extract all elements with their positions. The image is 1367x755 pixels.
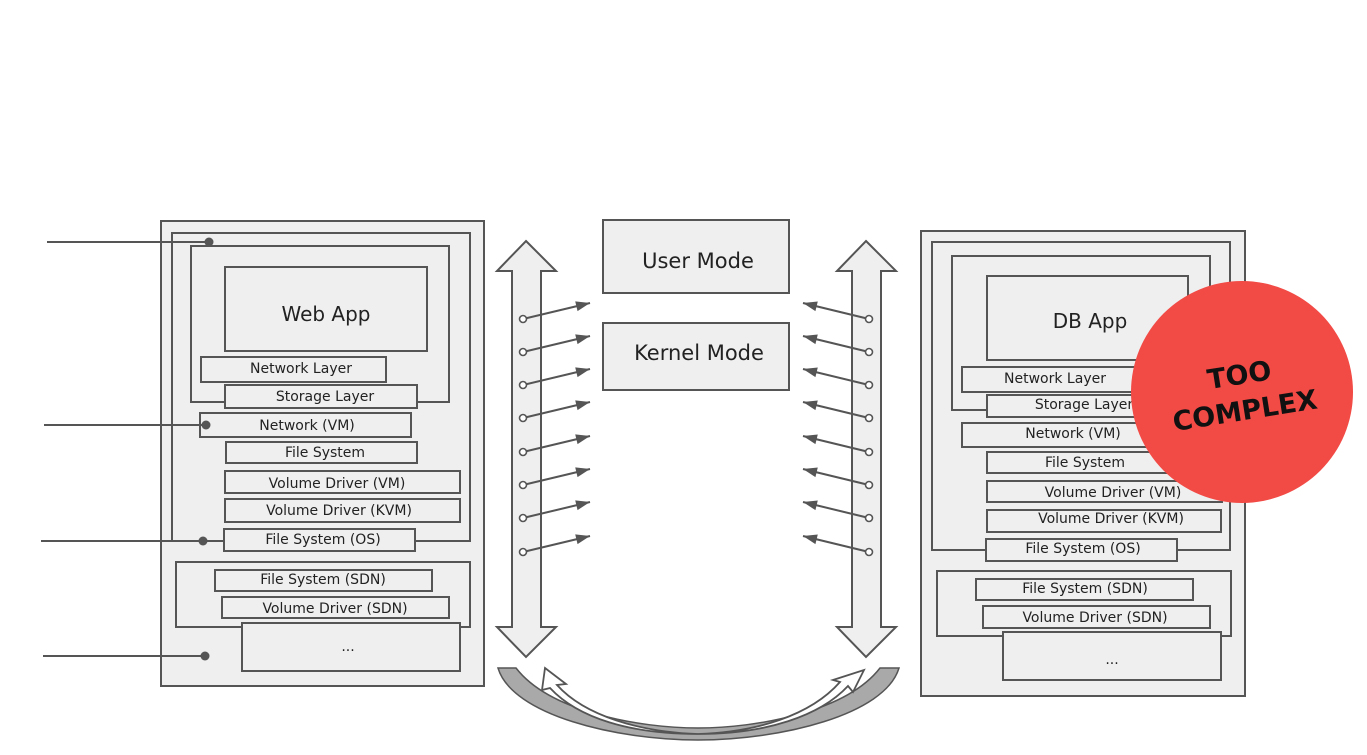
left-file-system-label: File System: [285, 445, 365, 461]
right-syscall-arrow-3: [802, 367, 874, 390]
kernel-mode-box: [602, 322, 790, 391]
left-syscall-arrow-1: [518, 301, 591, 324]
left-syscall-arrow-3: [518, 367, 591, 390]
left-network-layer-label: Network Layer: [250, 361, 352, 377]
left-app-box: [224, 266, 428, 352]
left-syscall-arrow-6: [518, 467, 591, 490]
right-syscall-arrow-6: [802, 467, 874, 490]
left-syscall-arrow-2: [518, 334, 591, 357]
kernel-mode-label: Kernel Mode: [634, 341, 764, 365]
user-mode-label: User Mode: [642, 249, 754, 273]
left-syscall-arrow-4: [518, 400, 591, 423]
left-ellipsis-label: ...: [341, 639, 354, 655]
left-wire-4-dot: [200, 651, 210, 661]
right-volume-driver-kvm-label: Volume Driver (KVM): [1038, 511, 1184, 527]
left-file-system-os: [223, 528, 416, 552]
right-app-label: DB App: [1053, 309, 1128, 333]
left-syscall-arrow-5: [518, 434, 591, 457]
right-network-layer: [961, 366, 1149, 393]
left-wire-1-dot: [204, 237, 214, 247]
right-network-layer-label: Network Layer: [1004, 371, 1106, 387]
right-syscall-arrow-7: [802, 500, 874, 523]
right-file-system-os: [985, 538, 1178, 562]
left-double-arrow: [494, 239, 559, 659]
right-syscall-arrow-4: [802, 400, 874, 423]
left-file-system-sdn: [214, 569, 433, 592]
left-file-system-os-label: File System (OS): [265, 532, 380, 548]
user-mode-box: [602, 219, 790, 294]
left-volume-driver-sdn-label: Volume Driver (SDN): [262, 601, 407, 617]
right-file-system-label: File System: [1045, 455, 1125, 471]
bottom-swoosh: [496, 667, 901, 741]
left-storage-layer-label: Storage Layer: [276, 389, 375, 405]
swoosh-left-arrowhead: [540, 666, 699, 735]
right-syscall-arrow-2: [802, 334, 874, 357]
too-complex-stamp: TOO COMPLEX: [1131, 281, 1353, 503]
left-syscall-arrow-8: [518, 534, 591, 557]
left-wire-2-dot: [201, 420, 211, 430]
right-ellipsis-label: ...: [1105, 652, 1118, 668]
right-storage-layer-label: Storage Layer: [1035, 397, 1134, 413]
right-volume-driver-vm-label: Volume Driver (VM): [1045, 485, 1182, 501]
right-ellipsis-box: [1002, 631, 1222, 681]
left-volume-driver-kvm-label: Volume Driver (KVM): [266, 503, 412, 519]
right-volume-driver-sdn-label: Volume Driver (SDN): [1022, 610, 1167, 626]
left-network-layer: [200, 356, 387, 383]
left-file-system-sdn-label: File System (SDN): [260, 572, 386, 588]
left-volume-driver-vm-label: Volume Driver (VM): [269, 476, 406, 492]
right-syscall-arrow-5: [802, 434, 874, 457]
left-volume-driver-sdn: [221, 596, 450, 619]
left-syscall-arrows: [518, 301, 591, 557]
right-volume-driver-kvm: [986, 509, 1222, 533]
left-stack: Web App Network Layer Storage Layer Netw…: [41, 220, 485, 687]
center-area: User Mode Kernel Mode: [494, 219, 901, 741]
right-file-system-os-label: File System (OS): [1025, 541, 1140, 557]
right-network-vm-label: Network (VM): [1025, 426, 1120, 442]
left-volume-driver-vm: [224, 470, 461, 494]
right-syscall-arrow-1: [802, 301, 874, 324]
left-app-label: Web App: [281, 302, 370, 326]
left-wire-3-dot: [198, 536, 208, 546]
left-storage-layer: [224, 384, 418, 409]
left-file-system: [225, 441, 418, 464]
left-volume-driver-kvm: [224, 498, 461, 523]
right-volume-driver-sdn: [982, 605, 1211, 629]
right-syscall-arrow-8: [802, 534, 874, 557]
right-syscall-arrows: [802, 301, 874, 557]
right-file-system-sdn: [975, 578, 1194, 601]
left-ellipsis-box: [241, 622, 461, 672]
left-syscall-arrow-7: [518, 500, 591, 523]
stamp-circle: [1131, 281, 1353, 503]
swoosh-right-arrowhead: [697, 668, 866, 735]
right-file-system-sdn-label: File System (SDN): [1022, 581, 1148, 597]
left-network-vm-label: Network (VM): [259, 418, 354, 434]
